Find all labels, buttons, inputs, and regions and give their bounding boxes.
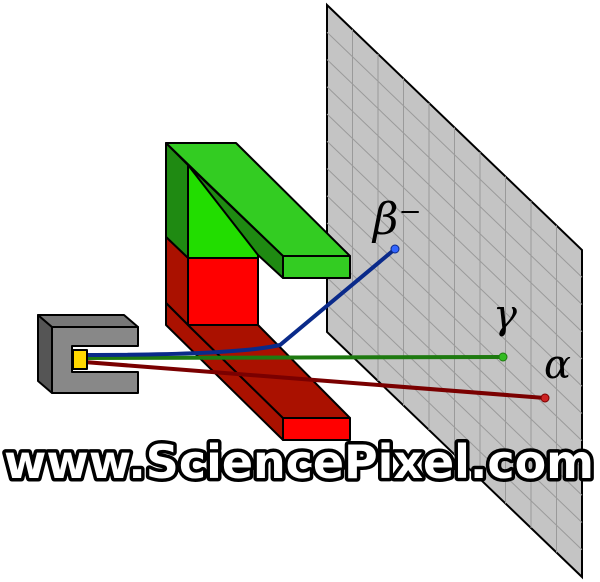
screen-grid-horizontal — [326, 31, 583, 278]
screen-grid-horizontal — [326, 222, 583, 469]
radioactive-source-icon — [37, 314, 139, 394]
source-front — [51, 326, 139, 394]
watermark: www.SciencePixel.com — [4, 435, 594, 489]
magnet-south-arm-end — [282, 417, 351, 441]
screen-grid-horizontal — [326, 86, 583, 333]
label-alpha: α — [544, 342, 571, 388]
source-top — [37, 314, 139, 328]
alpha-impact — [540, 393, 550, 403]
screen-grid-horizontal — [326, 249, 583, 496]
screen-grid-horizontal — [326, 113, 583, 360]
beta-impact — [390, 244, 400, 254]
beta-ray — [82, 247, 397, 357]
gamma-ray — [82, 355, 505, 360]
screen-grid-horizontal — [326, 304, 583, 551]
alpha-ray — [82, 360, 547, 400]
source-core — [72, 349, 88, 370]
screen-grid-horizontal — [326, 168, 583, 414]
magnet-north-end — [282, 255, 351, 279]
screen-grid-horizontal — [326, 140, 583, 387]
magnet-south-front — [187, 257, 259, 326]
magnet-north — [165, 142, 351, 279]
screen-grid-horizontal — [326, 195, 583, 442]
screen-grid-horizontal — [326, 59, 583, 305]
detector-screen — [326, 2, 583, 580]
screen-grid — [326, 29, 583, 553]
rays — [82, 244, 550, 403]
label-gamma: γ — [493, 292, 517, 338]
label-beta: β⁻ — [371, 194, 422, 245]
source-side — [37, 314, 53, 394]
screen-grid-horizontal — [326, 277, 583, 523]
gamma-impact — [498, 352, 508, 362]
